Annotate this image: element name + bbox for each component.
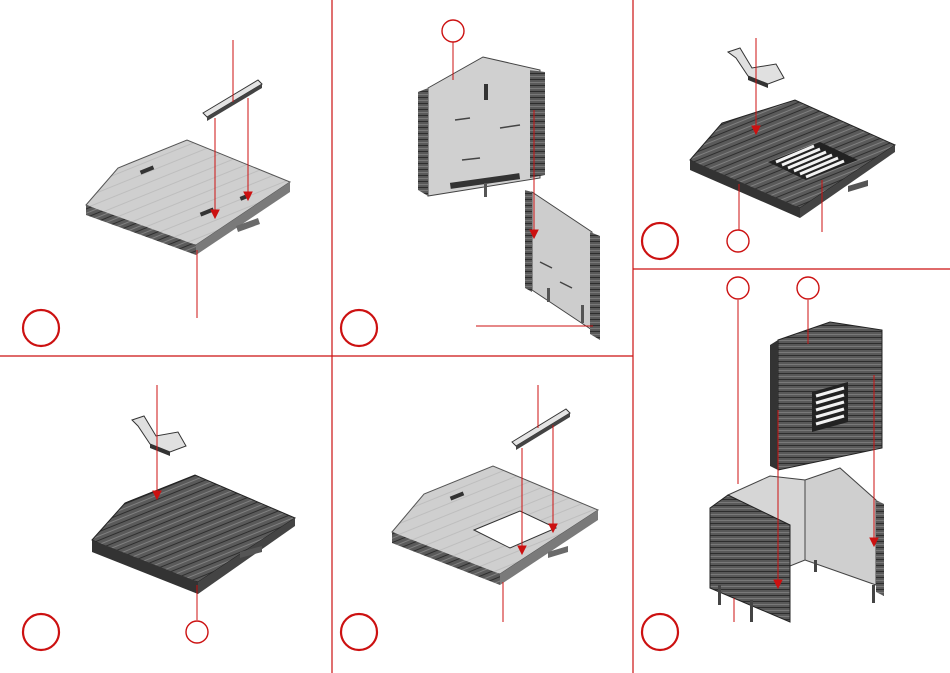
step-6-panel [642, 277, 884, 650]
step-3-panel [642, 38, 895, 259]
floor-plate-light [86, 140, 290, 255]
step-4-panel [23, 385, 295, 650]
crossbar-part [512, 409, 570, 450]
step-5-number-circle [341, 614, 377, 650]
part-callout-c [186, 621, 208, 643]
floor-plate-light [392, 466, 598, 585]
step-2-panel [341, 20, 600, 346]
step-5-panel [341, 385, 598, 650]
floor-plate-dark [92, 475, 295, 594]
part-callout-d [727, 277, 749, 299]
bracket-part [132, 416, 186, 456]
step-3-number-circle [642, 223, 678, 259]
step-2-number-circle [341, 310, 377, 346]
part-callout-b [727, 230, 749, 252]
lower-wall-box-part [710, 468, 884, 622]
step-1-panel [23, 40, 290, 346]
part-callout-e [797, 277, 819, 299]
step-4-number-circle [23, 614, 59, 650]
side-wall-part [525, 190, 600, 340]
gable-wall-part [418, 57, 545, 197]
part-callout-a [442, 20, 464, 42]
step-6-number-circle [642, 614, 678, 650]
upper-gable-wall-part [770, 322, 882, 470]
step-1-number-circle [23, 310, 59, 346]
